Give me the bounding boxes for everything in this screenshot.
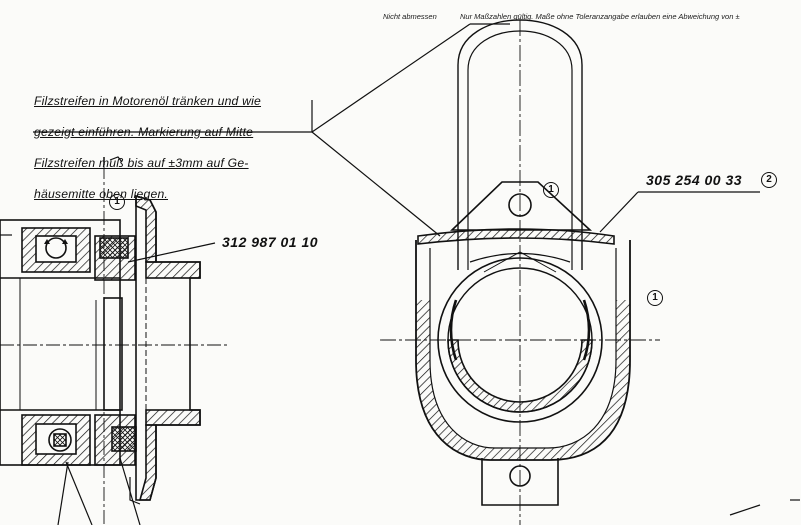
lower-ball-center <box>53 433 67 447</box>
lower-ball <box>48 428 72 452</box>
flange-top-hatch <box>135 194 157 263</box>
part-number-right: 305 254 00 33 <box>646 172 743 188</box>
header-tolerance-note: Nur Maßzahlen gültig. Maße ohne Toleranz… <box>460 12 740 21</box>
shaft-sleeve <box>103 297 123 411</box>
bottom-leader-1 <box>57 461 69 525</box>
callout-1-section: 1 <box>109 194 125 210</box>
flange-lower-lip <box>145 409 201 426</box>
top-boss <box>450 181 593 231</box>
felt-strip-loop-outer <box>457 19 583 270</box>
right-part-leader <box>599 191 639 233</box>
inner-rib <box>469 252 571 263</box>
section-view <box>0 156 230 525</box>
front-view <box>33 19 760 525</box>
bottom-leader-2 <box>65 461 93 525</box>
flange-upper-lip <box>145 261 201 279</box>
note-line-3: Filzstreifen muß bis auf ±3mm auf Ge- <box>34 155 249 170</box>
flange-bottom-hatch <box>138 424 157 501</box>
section-arrow-bottom <box>129 477 141 505</box>
note-leader-upper <box>311 23 471 133</box>
note-leader-lower <box>311 131 441 237</box>
upper-ball-race <box>35 235 77 263</box>
bottom-tab-hole <box>509 465 531 487</box>
upper-ball-marks <box>44 239 68 244</box>
right-clip <box>582 299 591 361</box>
lower-felt-seal <box>111 426 137 452</box>
upper-ball <box>45 237 67 259</box>
upper-felt-seal <box>99 237 129 259</box>
header-note-left: Nicht abmessen <box>383 12 437 21</box>
bore-lower-hatch <box>447 339 593 413</box>
bottom-tab <box>481 458 559 506</box>
left-part-leader <box>127 242 216 263</box>
left-clip <box>449 299 458 361</box>
inner-rib-tip <box>483 251 557 273</box>
note-line-1: Filzstreifen in Motorenöl tränken und wi… <box>34 93 262 108</box>
frame-tick-2 <box>729 504 761 516</box>
callout-1-boss: 1 <box>543 182 559 198</box>
sheet-frame <box>0 234 800 516</box>
part-number-left: 312 987 01 10 <box>222 234 319 250</box>
section-arrow-top <box>109 156 123 163</box>
felt-strip-band <box>417 228 615 245</box>
callout-1-housing: 1 <box>647 290 663 306</box>
top-boss-hole <box>508 193 532 217</box>
callout-2: 2 <box>761 172 777 188</box>
felt-strip-loop-inner <box>467 30 573 270</box>
bore-outer-ring <box>437 257 603 423</box>
